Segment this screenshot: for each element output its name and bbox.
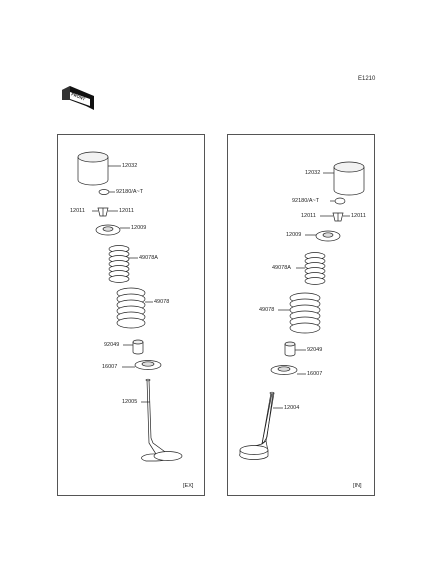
- in-shim: [334, 197, 346, 205]
- in-tappet: [333, 161, 365, 196]
- in-stem-seal: [284, 341, 296, 357]
- ex-label-tappet: 12032: [122, 163, 138, 169]
- in-label-stem-seal: 92049: [307, 347, 323, 353]
- ex-stem-seal: [132, 339, 144, 355]
- in-label-spring-seat: 16007: [307, 371, 323, 377]
- ex-inner-spring: [108, 245, 130, 283]
- front-arrow-icon: FRONT: [60, 86, 96, 112]
- ex-spring-seat: [134, 360, 162, 370]
- in-outer-spring: [289, 292, 321, 334]
- ex-label-keeper-left: 12011: [70, 208, 85, 214]
- ex-label-retainer: 12009: [131, 225, 147, 231]
- ex-retainer: [95, 224, 121, 236]
- ex-label-keeper-right: 12011: [119, 208, 134, 214]
- ex-label-outer-spring: 49078: [154, 299, 170, 305]
- intake-panel: [227, 134, 375, 496]
- diagram-id: E1210: [358, 76, 376, 82]
- in-label-tappet: 12032: [305, 170, 321, 176]
- in-label-retainer: 12009: [286, 232, 302, 238]
- in-retainer: [315, 230, 341, 242]
- ex-label-valve: 12005: [122, 399, 138, 405]
- in-spring-seat: [270, 365, 298, 375]
- in-label-keeper-right: 12011: [351, 213, 366, 219]
- ex-outer-spring: [116, 287, 146, 329]
- ex-label-spring-seat: 16007: [102, 364, 118, 370]
- in-label-inner-spring: 49078A: [272, 265, 291, 271]
- ex-panel-tag: [EX]: [183, 483, 194, 489]
- in-label-outer-spring: 49078: [259, 307, 275, 313]
- ex-valve: [141, 378, 183, 462]
- in-inner-spring: [304, 252, 326, 285]
- ex-shim: [98, 189, 110, 195]
- in-label-shim: 92180/A~T: [292, 198, 320, 204]
- in-label-keeper-left: 12011: [301, 213, 316, 219]
- in-label-valve: 12004: [284, 405, 300, 411]
- ex-tappet: [77, 151, 109, 186]
- in-panel-tag: [IN]: [353, 483, 362, 489]
- in-valve: [239, 391, 275, 460]
- exhaust-panel: [57, 134, 205, 496]
- ex-label-inner-spring: 49078A: [139, 255, 158, 261]
- ex-label-stem-seal: 92049: [104, 342, 120, 348]
- ex-label-shim: 92180/A~T: [116, 189, 144, 195]
